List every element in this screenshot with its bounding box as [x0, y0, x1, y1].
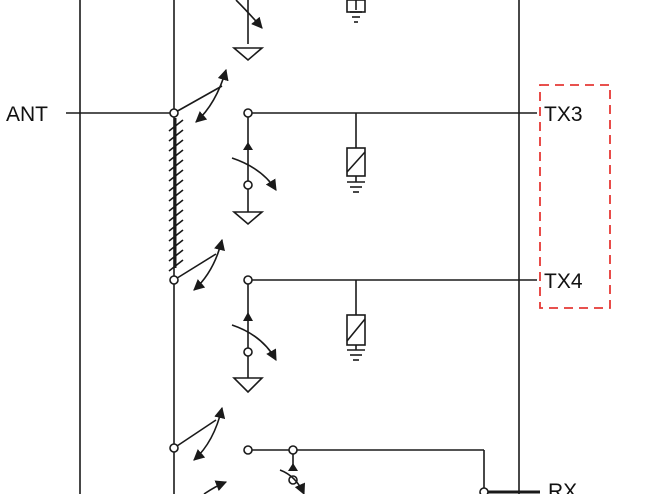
tx3-label: TX3 — [544, 103, 583, 126]
tx4-label: TX4 — [544, 270, 583, 293]
hatch-mark — [168, 179, 184, 192]
hatch-mark — [168, 199, 184, 212]
switch-3 — [169, 406, 226, 461]
hatch-mark — [168, 139, 184, 152]
bottom-partial-switch — [203, 480, 228, 494]
hatch-mark — [168, 239, 184, 252]
top-branch — [231, 0, 366, 62]
hatch-mark — [168, 119, 184, 132]
hatched-ground-bar — [168, 118, 184, 272]
hatch-mark — [168, 249, 184, 262]
rx-branch — [243, 445, 540, 494]
hatch-mark — [168, 189, 184, 202]
switch-2 — [169, 238, 225, 291]
hatch-mark — [168, 219, 184, 232]
hatch-mark — [168, 229, 184, 242]
hatch-mark — [168, 159, 184, 172]
tx4-branch — [231, 275, 537, 394]
tx3-branch — [231, 108, 537, 226]
hatch-mark — [168, 209, 184, 222]
rx-label: RX — [548, 480, 577, 494]
hatch-mark — [168, 169, 184, 182]
hatch-mark — [168, 149, 184, 162]
hatch-mark — [168, 259, 184, 272]
highlight-box — [539, 84, 611, 309]
ant-label: ANT — [6, 103, 48, 126]
switch-1 — [169, 68, 229, 123]
hatch-mark — [168, 129, 184, 142]
